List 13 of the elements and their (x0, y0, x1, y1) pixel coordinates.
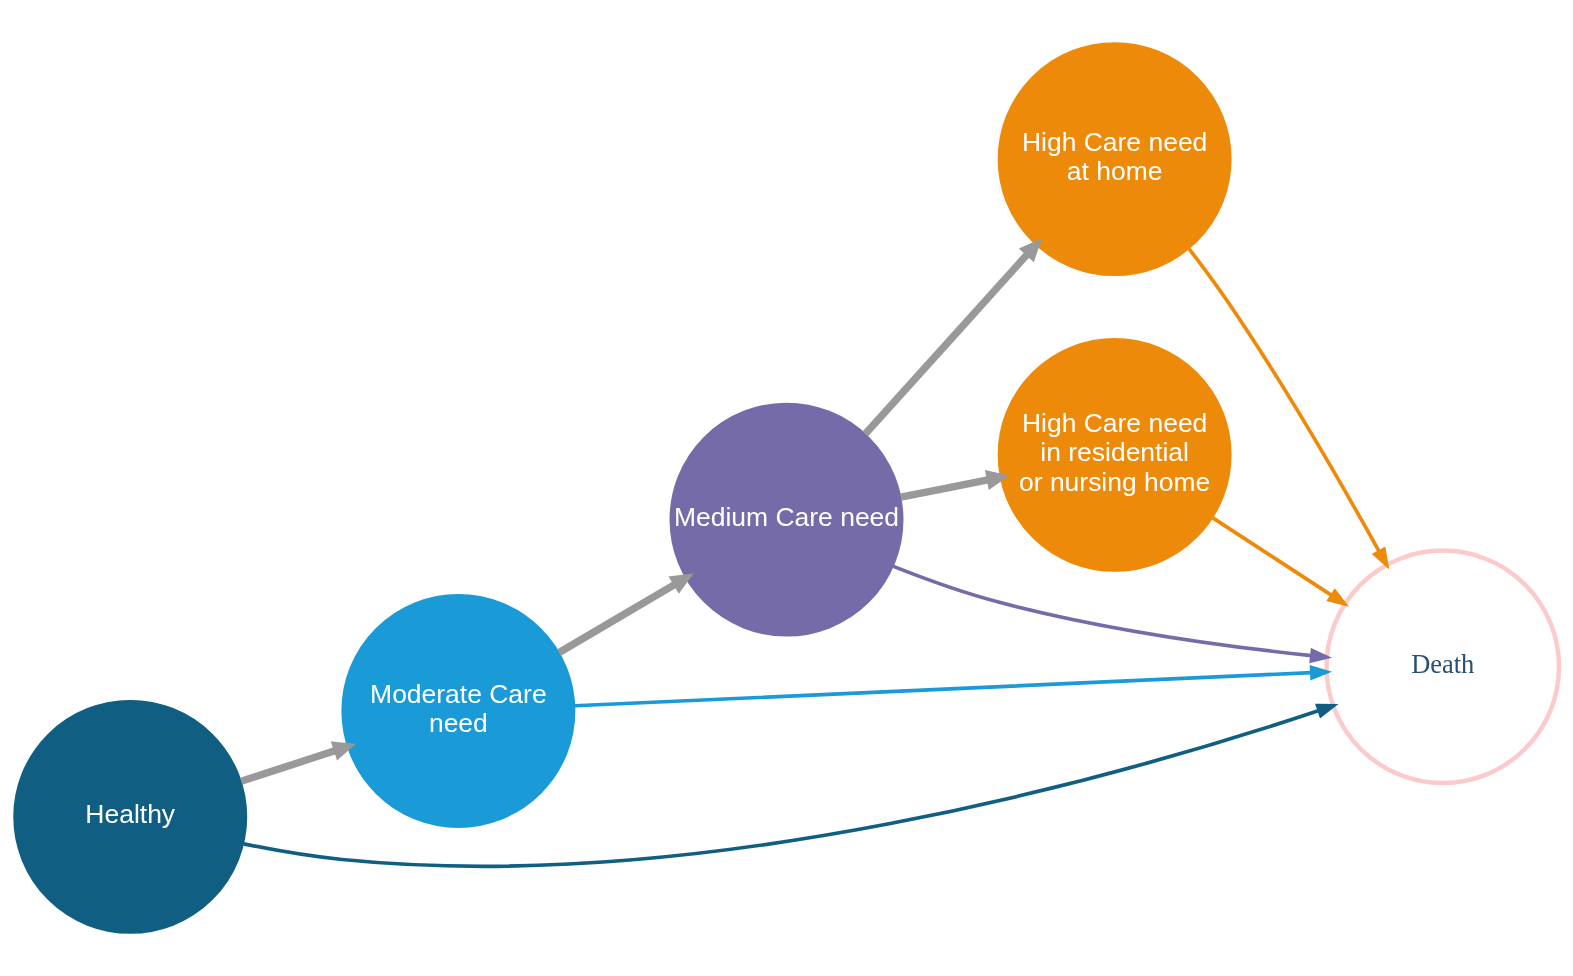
arrow (557, 573, 694, 656)
arrow (892, 564, 1333, 664)
arrow (574, 664, 1333, 708)
node-circle: Healthy (13, 699, 248, 934)
arrow (1211, 516, 1350, 607)
arrow (243, 703, 1339, 868)
arrow (862, 238, 1042, 437)
node-circle: High Care need at home (997, 42, 1232, 277)
arrow (240, 741, 356, 785)
arrow (900, 470, 1010, 501)
node-circle: Moderate Care need (341, 593, 576, 828)
node-circle: High Care need in residential or nursing home (997, 337, 1232, 572)
arrow (1187, 247, 1390, 570)
